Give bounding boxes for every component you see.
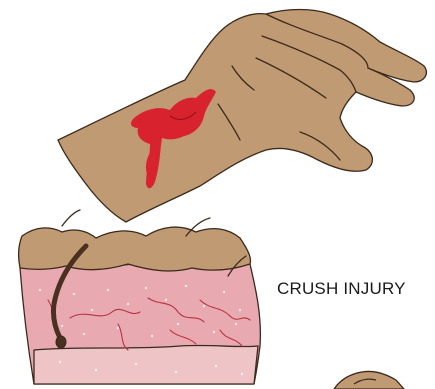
- texture-dot: [235, 323, 237, 325]
- texture-dot: [107, 289, 109, 291]
- texture-dot: [151, 335, 153, 337]
- texture-dot: [223, 291, 225, 293]
- subcutaneous-layer: [34, 345, 258, 384]
- texture-dot: [239, 309, 241, 311]
- texture-dot: [61, 325, 63, 327]
- texture-dot: [135, 363, 137, 365]
- texture-dot: [39, 289, 41, 291]
- hand-silhouette: [58, 10, 426, 223]
- texture-dot: [165, 299, 167, 301]
- texture-dot: [59, 361, 61, 363]
- figure-caption: CRUSH INJURY: [277, 279, 406, 299]
- texture-dot: [177, 323, 179, 325]
- texture-dot: [73, 293, 75, 295]
- texture-dot: [95, 369, 97, 371]
- texture-dot: [213, 331, 215, 333]
- texture-dot: [127, 303, 129, 305]
- hair-bulb: [56, 336, 66, 348]
- partial-hand-corner: [334, 371, 404, 389]
- epidermis-layer: [19, 227, 251, 271]
- texture-dot: [117, 327, 119, 329]
- texture-dot: [145, 287, 147, 289]
- texture-dot: [215, 365, 217, 367]
- texture-dot: [185, 285, 187, 287]
- texture-dot: [83, 333, 85, 335]
- texture-dot: [91, 309, 93, 311]
- texture-dot: [175, 371, 177, 373]
- corner-hand-shape: [334, 371, 404, 389]
- texture-dot: [241, 373, 243, 375]
- texture-dot: [203, 305, 205, 307]
- injured-hand: [58, 10, 426, 223]
- hair-tip: [62, 210, 80, 226]
